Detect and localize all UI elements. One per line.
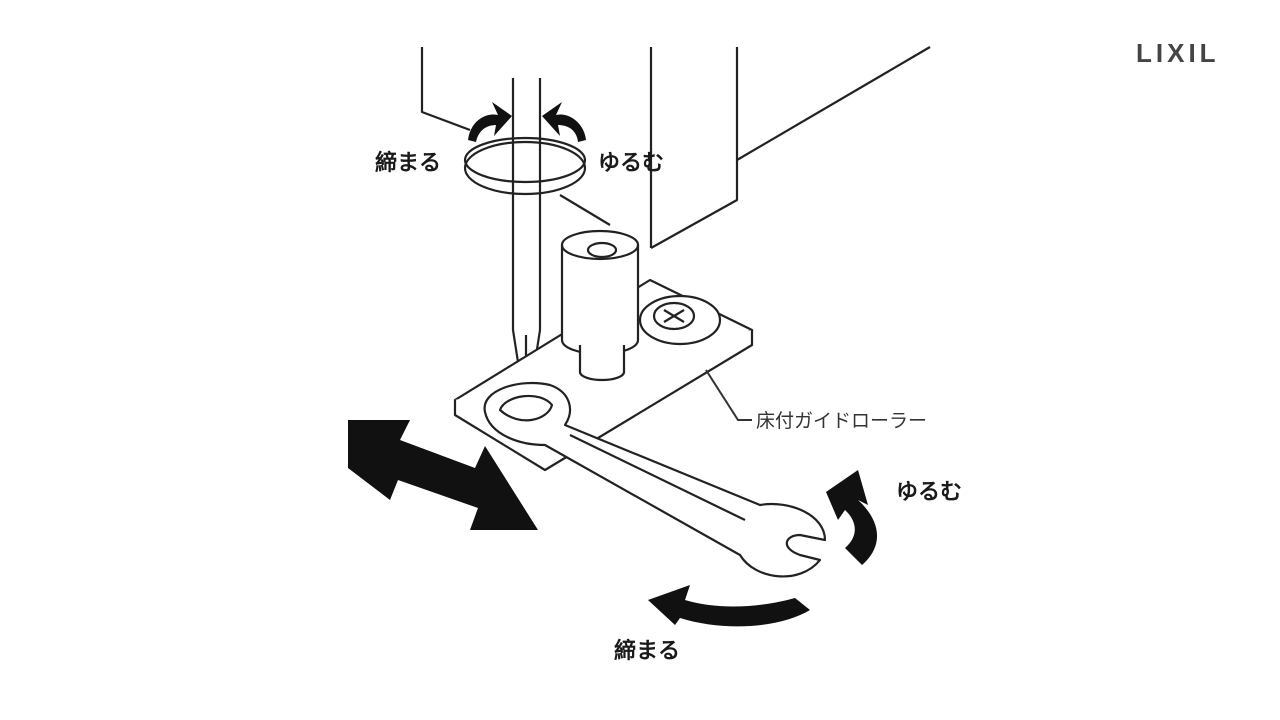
tighten-arrow-icon bbox=[468, 102, 512, 142]
wrench-tighten-label: 締まる bbox=[614, 639, 681, 664]
rotation-ring bbox=[463, 140, 587, 196]
wrench-loosen-label: ゆるむ bbox=[896, 480, 963, 505]
screwdriver-loosen-label: ゆるむ bbox=[598, 151, 665, 176]
part-name-label: 床付ガイドローラー bbox=[756, 410, 928, 432]
door-panel bbox=[420, 46, 931, 249]
loosen-arrow-icon bbox=[542, 102, 586, 142]
slide-double-arrow-icon bbox=[348, 420, 538, 530]
wrench-tighten-arrow-icon bbox=[648, 585, 810, 627]
leader-line bbox=[705, 369, 752, 421]
guide-roller bbox=[560, 229, 640, 382]
screwdriver-tighten-label: 締まる bbox=[375, 151, 442, 176]
lixil-logo: LIXIL bbox=[1136, 38, 1220, 68]
wrench bbox=[483, 381, 827, 578]
bolt bbox=[638, 294, 722, 346]
wrench-loosen-arrow-icon bbox=[826, 470, 878, 565]
